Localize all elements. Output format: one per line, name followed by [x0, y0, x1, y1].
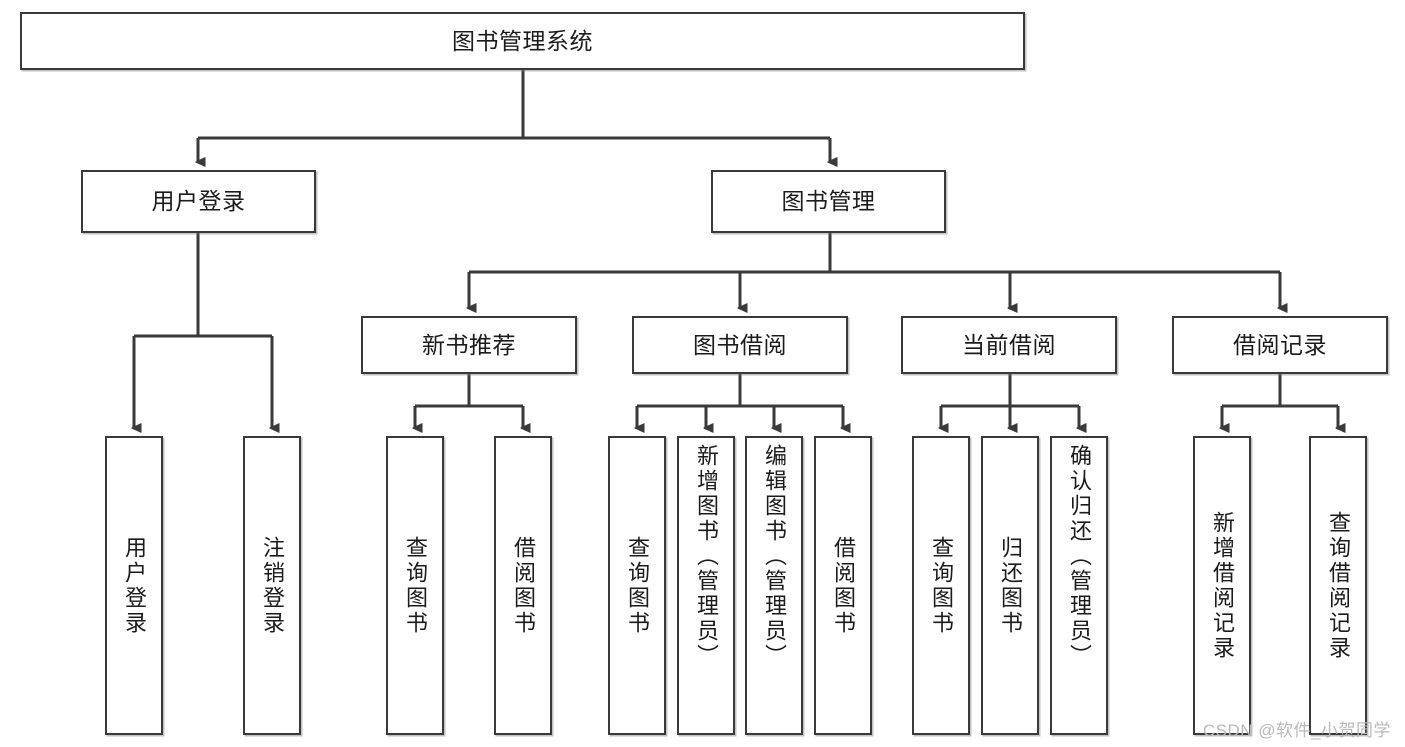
node-label: 图书借阅 [693, 331, 787, 358]
node-label: 当前借阅 [962, 331, 1056, 358]
node-label: 图书管理 [781, 188, 876, 215]
leaf-borrow-record-query[interactable]: 查询借阅记录 [1309, 436, 1367, 735]
node-borrow-record[interactable]: 借阅记录 [1172, 316, 1388, 374]
node-current-borrow[interactable]: 当前借阅 [901, 316, 1117, 374]
node-label: 借阅图书 [511, 535, 536, 636]
leaf-new-book-query[interactable]: 查询图书 [386, 436, 444, 735]
node-label: 借阅记录 [1233, 331, 1327, 358]
node-label: 注销登录 [260, 535, 285, 636]
leaf-user-login-login[interactable]: 用户登录 [105, 436, 163, 735]
leaf-book-borrow-edit[interactable]: 编辑图书（管理员） [745, 436, 803, 735]
node-label: 编辑图书（管理员） [762, 444, 787, 669]
node-label: 用户登录 [122, 535, 147, 636]
node-label: 新书推荐 [422, 331, 516, 358]
leaf-book-borrow-add[interactable]: 新增图书（管理员） [677, 436, 735, 735]
leaf-borrow-record-add[interactable]: 新增借阅记录 [1193, 436, 1251, 735]
leaf-new-book-borrow[interactable]: 借阅图书 [494, 436, 552, 735]
node-label: 查询图书 [929, 535, 954, 636]
leaf-book-borrow-borrow[interactable]: 借阅图书 [814, 436, 872, 735]
leaf-current-borrow-query[interactable]: 查询图书 [912, 436, 970, 735]
node-label: 新增借阅记录 [1210, 510, 1235, 661]
node-label: 图书管理系统 [452, 27, 593, 54]
leaf-current-borrow-confirm-return[interactable]: 确认归还（管理员） [1050, 436, 1108, 735]
node-user-login[interactable]: 用户登录 [81, 170, 316, 233]
leaf-user-login-logout[interactable]: 注销登录 [243, 436, 301, 735]
node-root-system[interactable]: 图书管理系统 [20, 12, 1025, 70]
node-book-borrow[interactable]: 图书借阅 [632, 316, 848, 374]
watermark: CSDN @软件_小贺同学 [1202, 721, 1391, 740]
node-label: 查询图书 [625, 535, 650, 636]
leaf-current-borrow-return[interactable]: 归还图书 [981, 436, 1039, 735]
node-new-book-recommend[interactable]: 新书推荐 [361, 316, 577, 374]
node-label: 查询借阅记录 [1326, 510, 1351, 661]
leaf-book-borrow-query[interactable]: 查询图书 [608, 436, 666, 735]
node-label: 查询图书 [403, 535, 428, 636]
node-label: 归还图书 [998, 535, 1023, 636]
node-label: 用户登录 [151, 188, 246, 215]
node-label: 确认归还（管理员） [1067, 444, 1092, 669]
node-label: 新增图书（管理员） [694, 444, 719, 669]
node-label: 借阅图书 [831, 535, 856, 636]
node-book-management[interactable]: 图书管理 [711, 170, 946, 233]
